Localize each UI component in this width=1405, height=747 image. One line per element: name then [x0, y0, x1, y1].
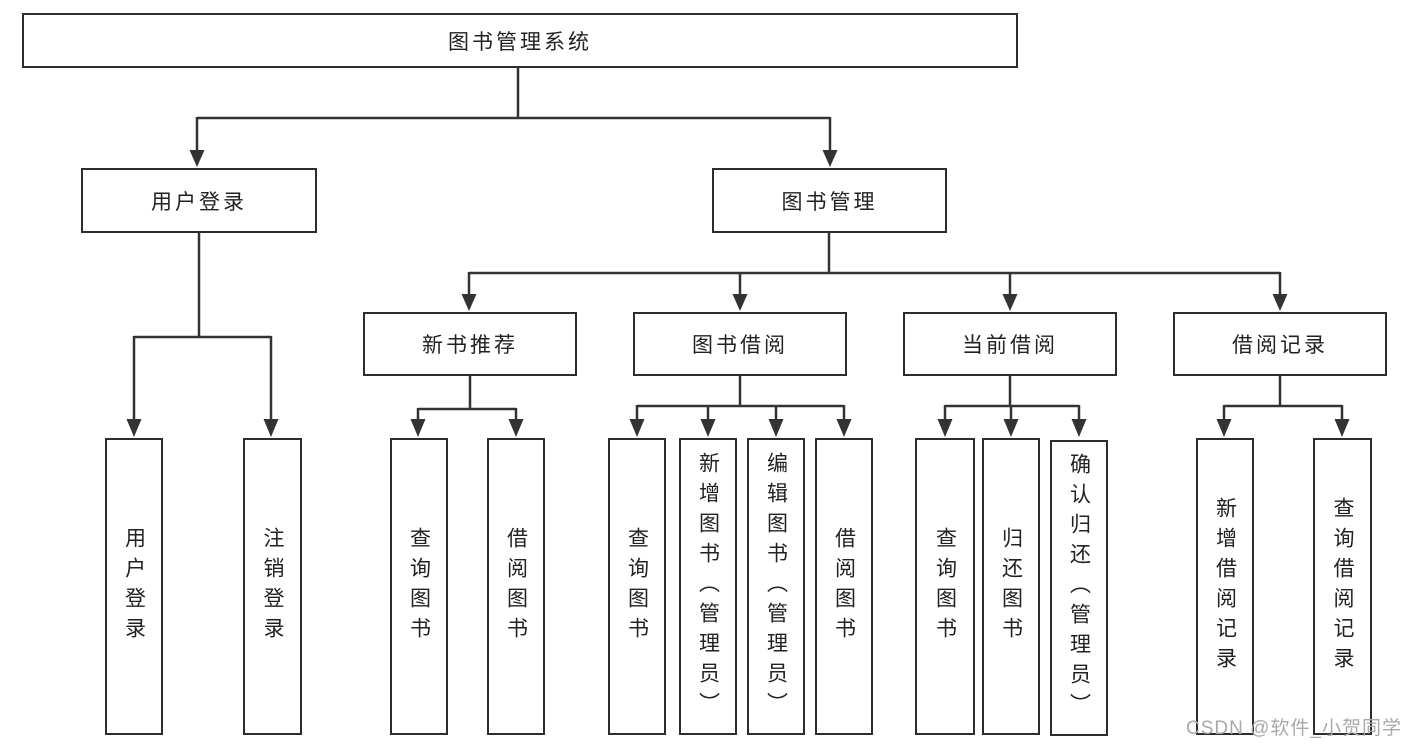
leaf-confirm-return-admin: 确认归还（管理员） — [1050, 440, 1108, 736]
leaf-logout: 注销登录 — [243, 438, 302, 735]
node-new-book-recommend: 新书推荐 — [363, 312, 577, 376]
node-user-login: 用户登录 — [81, 168, 317, 233]
node-current-borrow: 当前借阅 — [903, 312, 1117, 376]
node-book-borrow: 图书借阅 — [633, 312, 847, 376]
leaf-query-books-borrow: 查询图书 — [608, 438, 666, 735]
node-root: 图书管理系统 — [22, 13, 1018, 68]
leaf-user-login: 用户登录 — [105, 438, 163, 735]
leaf-add-books-admin: 新增图书（管理员） — [679, 438, 737, 735]
leaf-borrow-books-recommend: 借阅图书 — [487, 438, 545, 735]
leaf-query-books-current: 查询图书 — [915, 438, 975, 735]
arrowheads — [126, 150, 1350, 437]
leaf-return-books: 归还图书 — [982, 438, 1040, 735]
node-borrow-records: 借阅记录 — [1173, 312, 1387, 376]
leaf-borrow-books: 借阅图书 — [815, 438, 873, 735]
node-book-management: 图书管理 — [712, 168, 947, 233]
leaf-edit-books-admin: 编辑图书（管理员） — [747, 438, 805, 735]
csdn-watermark: CSDN @软件_小贺同学 — [1186, 718, 1402, 739]
leaf-add-borrow-record: 新增借阅记录 — [1196, 438, 1254, 735]
leaf-query-borrow-record: 查询借阅记录 — [1313, 438, 1372, 735]
leaf-query-books-recommend: 查询图书 — [390, 438, 448, 735]
